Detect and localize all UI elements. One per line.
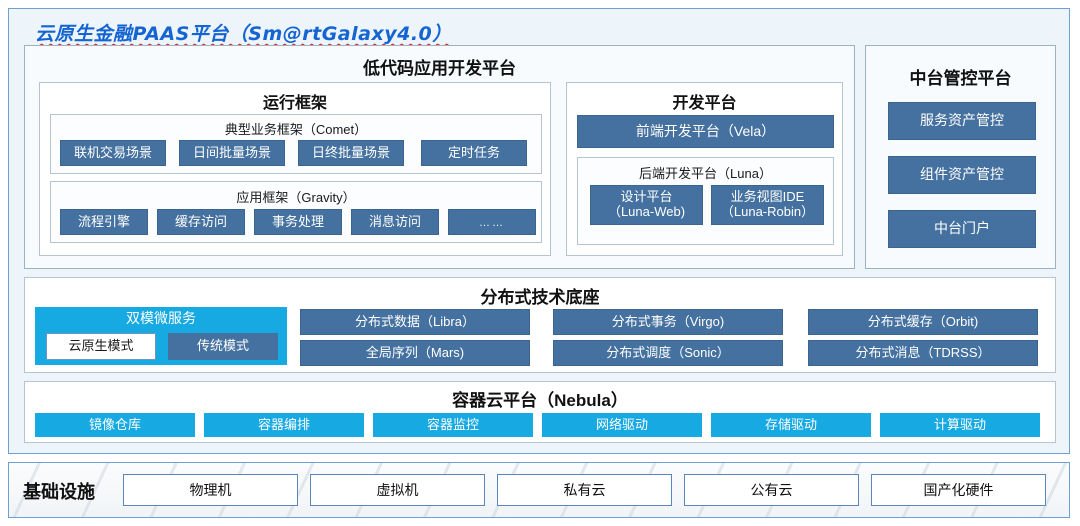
backend-platform-title: 后端开发平台（Luna） — [639, 166, 772, 181]
container-item-2[interactable]: 容器监控 — [373, 413, 533, 437]
techbase-col1-row1[interactable]: 分布式调度（Sonic） — [553, 340, 783, 366]
backend-item-1[interactable]: 业务视图IDE （Luna-Robin） — [711, 185, 824, 225]
tech-base-section: 分布式技术底座 双模微服务 云原生模式 传统模式 分布式数据（Libra） 全局… — [24, 277, 1056, 373]
comet-item-2[interactable]: 日终批量场景 — [298, 140, 404, 166]
techbase-col2-row1[interactable]: 分布式消息（TDRSS） — [808, 340, 1038, 366]
dualmode-item-1[interactable]: 传统模式 — [168, 333, 278, 360]
container-item-0[interactable]: 镜像仓库 — [35, 413, 195, 437]
techbase-col0-row0[interactable]: 分布式数据（Libra） — [300, 309, 530, 335]
tech-base-title: 分布式技术底座 — [480, 288, 600, 307]
infrastructure-item-0[interactable]: 物理机 — [123, 474, 298, 506]
dualmode-microservice-box[interactable]: 双模微服务 云原生模式 传统模式 — [35, 307, 287, 365]
gravity-framework-title: 应用框架（Gravity） — [236, 190, 356, 205]
container-item-5[interactable]: 计算驱动 — [880, 413, 1040, 437]
dualmode-item-0[interactable]: 云原生模式 — [46, 333, 156, 360]
comet-framework-title: 典型业务框架（Comet） — [224, 122, 368, 137]
container-cloud-title: 容器云平台（Nebula） — [452, 391, 628, 410]
container-item-1[interactable]: 容器编排 — [204, 413, 364, 437]
midoffice-title: 中台管控平台 — [909, 69, 1012, 88]
container-item-4[interactable]: 存储驱动 — [711, 413, 871, 437]
midoffice-item-2[interactable]: 中台门户 — [888, 210, 1036, 248]
infrastructure-item-2[interactable]: 私有云 — [497, 474, 672, 506]
comet-item-0[interactable]: 联机交易场景 — [60, 140, 166, 166]
development-platform-title: 开发平台 — [672, 95, 737, 112]
backend-item-0[interactable]: 设计平台 （Luna-Web) — [590, 185, 703, 225]
midoffice-control-section: 中台管控平台 服务资产管控 组件资产管控 中台门户 — [865, 45, 1056, 269]
gravity-item-2[interactable]: 事务处理 — [254, 209, 342, 235]
dualmode-title: 双模微服务 — [126, 310, 196, 326]
development-platform-section: 开发平台 前端开发平台（Vela） 后端开发平台（Luna） 设计平台 （Lun… — [566, 82, 843, 256]
infrastructure-item-4[interactable]: 国产化硬件 — [871, 474, 1046, 506]
gravity-item-4[interactable]: …… — [448, 209, 536, 235]
infrastructure-panel: 基础设施 物理机 虚拟机 私有云 公有云 国产化硬件 — [8, 462, 1070, 518]
container-item-3[interactable]: 网络驱动 — [542, 413, 702, 437]
gravity-framework-box: 应用框架（Gravity） 流程引擎 缓存访问 事务处理 消息访问 …… — [50, 181, 542, 243]
comet-item-1[interactable]: 日间批量场景 — [179, 140, 285, 166]
container-cloud-section: 容器云平台（Nebula） 镜像仓库 容器编排 容器监控 网络驱动 存储驱动 计… — [24, 381, 1056, 443]
infrastructure-label: 基础设施 — [23, 482, 95, 502]
gravity-item-0[interactable]: 流程引擎 — [60, 209, 148, 235]
page-title: 云原生金融PAAS平台（Sm@rtGalaxy4.0） — [35, 23, 452, 45]
infrastructure-item-3[interactable]: 公有云 — [684, 474, 859, 506]
main-platform-panel: 云原生金融PAAS平台（Sm@rtGalaxy4.0） 低代码应用开发平台 运行… — [8, 8, 1070, 454]
techbase-col2-row0[interactable]: 分布式缓存（Orbit) — [808, 309, 1038, 335]
gravity-item-1[interactable]: 缓存访问 — [157, 209, 245, 235]
midoffice-item-0[interactable]: 服务资产管控 — [888, 102, 1036, 140]
comet-item-3[interactable]: 定时任务 — [421, 140, 527, 166]
runtime-framework-section: 运行框架 典型业务框架（Comet） 联机交易场景 日间批量场景 日终批量场景 … — [39, 82, 551, 256]
techbase-col1-row0[interactable]: 分布式事务（Virgo) — [553, 309, 783, 335]
gravity-item-3[interactable]: 消息访问 — [351, 209, 439, 235]
lowcode-platform-title: 低代码应用开发平台 — [363, 59, 516, 78]
techbase-col0-row1[interactable]: 全局序列（Mars) — [300, 340, 530, 366]
infrastructure-item-1[interactable]: 虚拟机 — [310, 474, 485, 506]
frontend-platform-chip[interactable]: 前端开发平台（Vela） — [577, 115, 834, 148]
backend-platform-box: 后端开发平台（Luna） 设计平台 （Luna-Web) 业务视图IDE （Lu… — [577, 157, 834, 245]
comet-framework-box: 典型业务框架（Comet） 联机交易场景 日间批量场景 日终批量场景 定时任务 — [50, 114, 542, 174]
lowcode-platform-section: 低代码应用开发平台 运行框架 典型业务框架（Comet） 联机交易场景 日间批量… — [24, 45, 855, 269]
midoffice-item-1[interactable]: 组件资产管控 — [888, 156, 1036, 194]
runtime-framework-title: 运行框架 — [262, 95, 327, 112]
